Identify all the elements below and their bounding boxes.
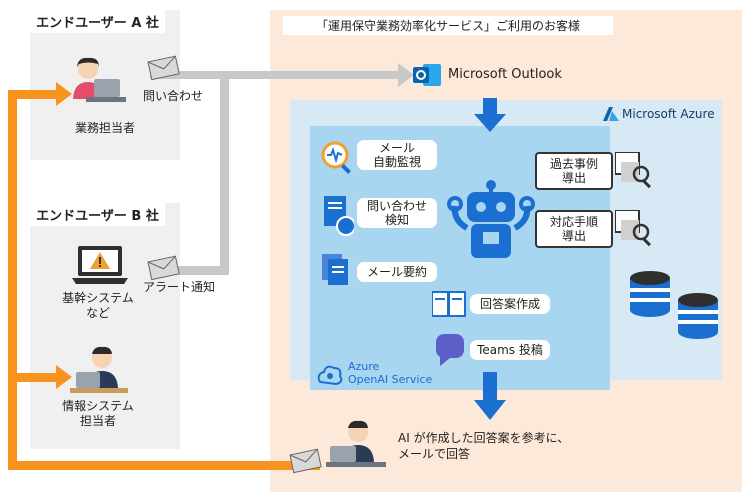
warning-laptop-icon <box>72 246 128 284</box>
inquiry-arrow-line <box>150 71 400 79</box>
reply-arrow-bottom <box>8 461 320 470</box>
alert-label: アラート通知 <box>143 280 216 294</box>
inquiry-label: 問い合わせ <box>143 89 204 103</box>
user-b-panel: エンドユーザー B 社 <box>30 203 180 449</box>
database-icon <box>630 271 670 317</box>
search-icon-past <box>615 152 651 189</box>
user-a-person-label: 業務担当者 <box>74 121 135 135</box>
mail-monitor-label: メール 自動監視 <box>357 140 437 170</box>
reply-arrow-vertical <box>8 90 17 470</box>
document-search-icon <box>321 141 351 174</box>
alert-arrow-horizontal <box>150 266 229 275</box>
person-laptop-icon-operator <box>326 420 386 467</box>
teams-post-label: Teams 投稿 <box>470 340 550 360</box>
outlook-to-azure-head <box>474 114 506 132</box>
answer-draft-label: 回答案作成 <box>470 294 550 314</box>
customer-area-title: 「運用保守業務効率化サービス」ご利用のお客様 <box>283 16 613 35</box>
user-a-title: エンドユーザー A 社 <box>30 10 165 33</box>
person-laptop-icon-b <box>70 346 128 393</box>
teams-icon <box>436 334 464 366</box>
openai-icon <box>317 365 343 386</box>
envelope-icon-reply <box>289 448 322 474</box>
envelope-icon-inquiry <box>147 55 180 81</box>
azure-label: Microsoft Azure <box>622 107 715 121</box>
outlook-icon <box>413 64 441 86</box>
user-a-panel: エンドユーザー A 社 <box>30 10 180 160</box>
robot-icon <box>447 180 535 258</box>
azure-icon <box>603 107 619 121</box>
azure-to-operator-arrow <box>483 372 497 402</box>
azure-to-operator-head <box>474 400 506 420</box>
user-b-system-label: 基幹システム など <box>62 291 134 320</box>
person-laptop-icon <box>73 57 126 102</box>
openai-label-line2: OpenAI Service <box>348 373 433 386</box>
mail-summary-label: メール要約 <box>357 262 437 282</box>
outlook-to-azure-arrow <box>483 98 497 116</box>
operator-note: AI が作成した回答案を参考に、 メールで回答 <box>398 431 570 461</box>
user-b-title: エンドユーザー B 社 <box>30 203 165 226</box>
documents-icon <box>322 254 348 285</box>
inquiry-arrow-head <box>398 63 414 87</box>
database-icon-2 <box>678 293 718 339</box>
user-b-person-label: 情報システム 担当者 <box>62 399 134 428</box>
reply-arrow-mid-head <box>56 365 72 389</box>
procedures-box: 対応手順 導出 <box>535 210 613 248</box>
envelope-icon-alert <box>147 255 180 281</box>
search-icon-procedures <box>615 210 651 247</box>
inquiry-detect-label: 問い合わせ 検知 <box>357 198 437 228</box>
openai-label-line1: Azure <box>348 360 380 373</box>
past-cases-box: 過去事例 導出 <box>535 152 613 190</box>
reply-arrow-top <box>8 90 58 99</box>
reply-arrow-top-head <box>56 82 72 106</box>
alert-arrow-vertical <box>220 75 229 275</box>
outlook-label: Microsoft Outlook <box>448 67 562 82</box>
reply-arrow-mid <box>8 373 58 382</box>
document-icon <box>324 196 354 236</box>
book-icon <box>432 291 466 317</box>
